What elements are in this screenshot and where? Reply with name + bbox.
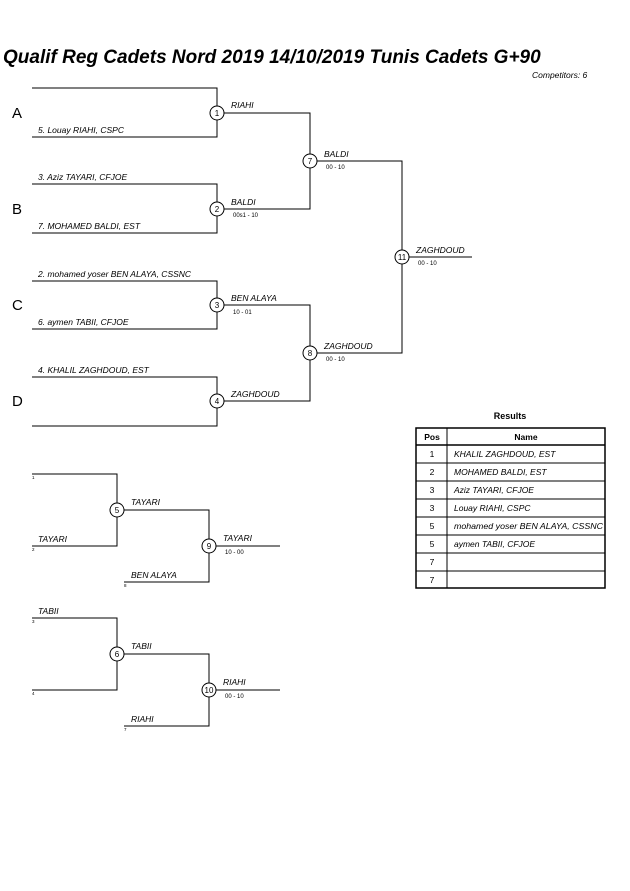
match-winner: RIAHI [223, 677, 246, 687]
match-score: 10 - 01 [233, 310, 252, 316]
match-number: 7 [308, 157, 313, 166]
repechage-entry: BEN ALAYA [131, 570, 177, 580]
seed-number: 7 [124, 727, 127, 732]
match-score: 00s1 - 10 [233, 213, 259, 219]
match-number: 9 [207, 542, 212, 551]
pool-label-b: B [12, 201, 22, 218]
match-number: 10 [205, 686, 214, 695]
match-winner: ZAGHDOUD [415, 245, 465, 255]
match-7: 7 BALDI 00 - 10 [302, 149, 349, 171]
match-winner: BALDI [324, 149, 349, 159]
results-pos: 5 [430, 539, 435, 549]
repechage-entry: RIAHI [131, 714, 154, 724]
match-score: 00 - 10 [418, 261, 437, 267]
match-winner: ZAGHDOUD [323, 341, 373, 351]
results-name: MOHAMED BALDI, EST [454, 467, 547, 477]
seed-number: 3 [32, 619, 35, 624]
match-3: 3 BEN ALAYA 10 - 01 [209, 293, 277, 316]
match-number: 11 [398, 253, 407, 262]
repechage-bracket-2: 3 4 7 TABII RIAHI 6 TABII 10 RIAHI 00 - … [32, 606, 280, 732]
page-title: Qualif Reg Cadets Nord 2019 14/10/2019 T… [3, 47, 541, 68]
match-number: 6 [115, 650, 120, 659]
results-name: Aziz TAYARI, CFJOE [453, 485, 534, 495]
seed-number: 8 [124, 583, 127, 588]
match-score: 00 - 10 [225, 694, 244, 700]
entry-c-bottom: 6. aymen TABII, CFJOE [38, 317, 129, 327]
results-pos: 7 [430, 557, 435, 567]
pool-label-a: A [12, 105, 22, 122]
match-winner: TABII [131, 641, 152, 651]
results-pos: 1 [430, 449, 435, 459]
seed-number: 4 [32, 691, 35, 696]
match-winner: BALDI [231, 197, 256, 207]
match-number: 1 [215, 109, 220, 118]
match-number: 5 [115, 506, 120, 515]
repechage-entry: TAYARI [38, 534, 68, 544]
match-11-final: 11 ZAGHDOUD 00 - 10 [394, 245, 465, 267]
match-number: 3 [215, 301, 220, 310]
entry-d-top: 4. KHALIL ZAGHDOUD, EST [38, 365, 150, 375]
results-title: Results [494, 411, 527, 421]
results-pos: 7 [430, 575, 435, 585]
results-table: Results Pos Name 1 KHALIL ZAGHDOUD, EST … [415, 411, 606, 589]
match-winner: RIAHI [231, 100, 254, 110]
entry-b-top: 3. Aziz TAYARI, CFJOE [38, 172, 127, 182]
results-name: KHALIL ZAGHDOUD, EST [454, 449, 556, 459]
competitors-count: Competitors: 6 [532, 70, 588, 80]
match-score: 00 - 10 [326, 357, 345, 363]
repechage-bracket-1: 1 2 8 TAYARI BEN ALAYA 5 TAYARI 9 TAYARI… [32, 473, 280, 588]
results-pos: 2 [430, 467, 435, 477]
results-pos: 5 [430, 521, 435, 531]
match-number: 8 [308, 349, 313, 358]
pool-label-c: C [12, 297, 23, 314]
match-number: 2 [215, 205, 220, 214]
match-winner: BEN ALAYA [231, 293, 277, 303]
match-number: 4 [215, 397, 220, 406]
seed-number: 2 [32, 547, 35, 552]
match-score: 10 - 00 [225, 550, 244, 556]
entry-c-top: 2. mohamed yoser BEN ALAYA, CSSNC [37, 269, 192, 279]
match-2: 2 BALDI 00s1 - 10 [209, 197, 259, 219]
match-8: 8 ZAGHDOUD 00 - 10 [302, 341, 373, 363]
results-header-pos: Pos [424, 432, 440, 442]
match-winner: ZAGHDOUD [230, 389, 280, 399]
entry-b-bottom: 7. MOHAMED BALDI, EST [38, 221, 141, 231]
match-score: 00 - 10 [326, 165, 345, 171]
match-4: 4 ZAGHDOUD [209, 389, 280, 409]
results-pos: 3 [430, 485, 435, 495]
entry-a-bottom: 5. Louay RIAHI, CSPC [38, 125, 125, 135]
results-name: Louay RIAHI, CSPC [454, 503, 531, 513]
results-name: mohamed yoser BEN ALAYA, CSSNC [454, 521, 604, 531]
results-pos: 3 [430, 503, 435, 513]
match-1: 1 RIAHI [209, 100, 254, 121]
results-name: aymen TABII, CFJOE [454, 539, 535, 549]
seed-number: 1 [32, 475, 35, 480]
match-winner: TAYARI [223, 533, 253, 543]
match-winner: TAYARI [131, 497, 161, 507]
results-header-name: Name [514, 432, 537, 442]
repechage-entry: TABII [38, 606, 59, 616]
pool-label-d: D [12, 393, 23, 410]
